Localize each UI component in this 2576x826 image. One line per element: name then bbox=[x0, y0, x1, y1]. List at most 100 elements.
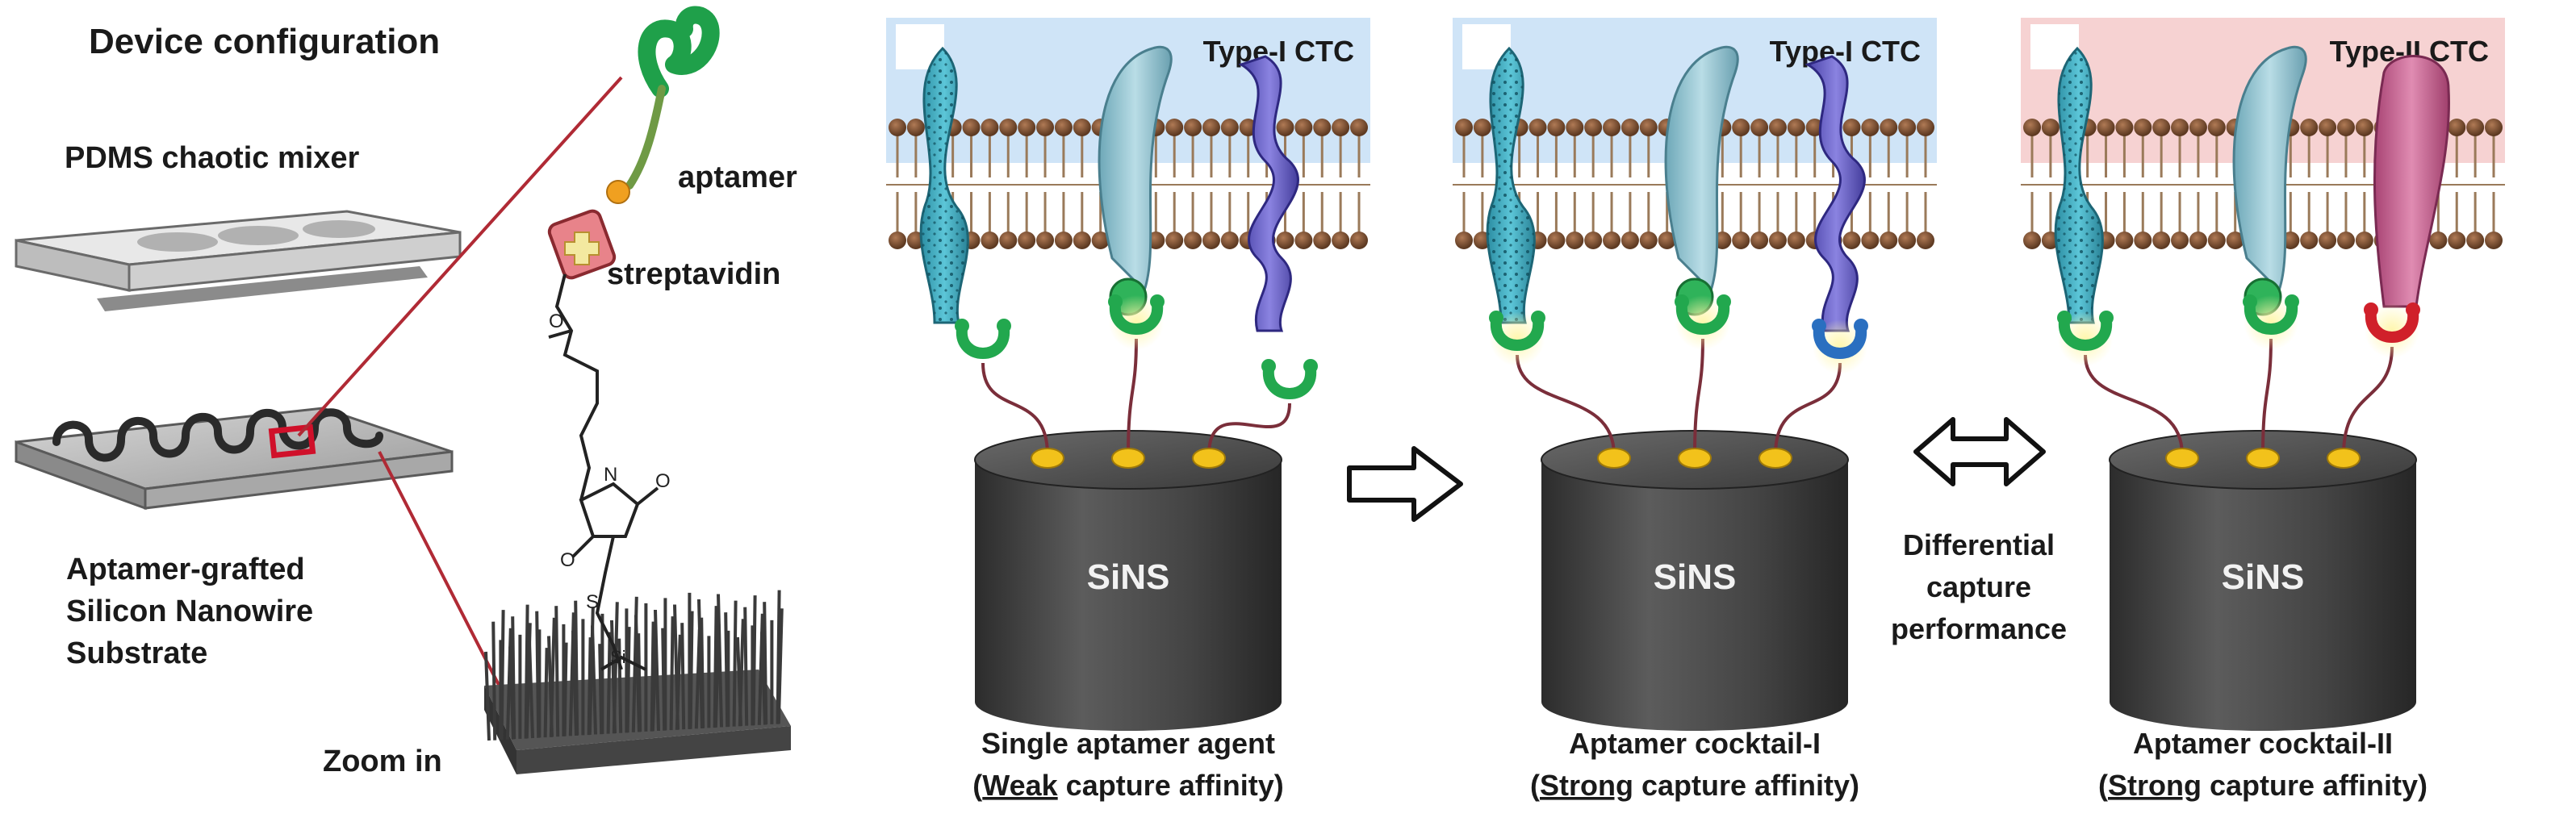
lipid-head bbox=[1276, 232, 1294, 249]
lipid-head bbox=[2355, 119, 2373, 136]
lipid-head bbox=[2207, 119, 2226, 136]
gold-anchor bbox=[2165, 448, 2199, 469]
aptamer-tether bbox=[981, 362, 1049, 456]
lipid-head bbox=[1547, 119, 1566, 136]
caption-paren: ( bbox=[1530, 769, 1540, 802]
nanowire bbox=[736, 636, 742, 727]
chem-atom-o1: O bbox=[549, 311, 564, 332]
nanowire bbox=[617, 638, 623, 733]
aptamer-tether bbox=[2084, 354, 2184, 456]
zoom-in-label: Zoom in bbox=[323, 745, 442, 778]
nanowire bbox=[610, 620, 617, 734]
pdms-mixer-illustration bbox=[15, 210, 462, 311]
lipid-head bbox=[2189, 119, 2207, 136]
receptor-texture bbox=[1487, 48, 1535, 323]
lipid-head bbox=[889, 232, 906, 249]
panel-caption-line1: Aptamer cocktail-I bbox=[1569, 727, 1821, 760]
lipid-head bbox=[2336, 232, 2355, 249]
differential-label-line2: capture bbox=[1926, 570, 2031, 603]
lipid-head bbox=[1332, 232, 1350, 249]
nanowire bbox=[606, 632, 612, 734]
nanowire bbox=[763, 602, 768, 725]
aptamer-tether bbox=[1127, 338, 1138, 456]
lipid-head bbox=[981, 119, 999, 136]
lipid-head bbox=[1842, 232, 1861, 249]
chem-atom-n: N bbox=[604, 464, 617, 486]
aptamer-head-icon bbox=[1675, 299, 1730, 335]
nanowire bbox=[511, 616, 516, 740]
lipid-head bbox=[1658, 232, 1676, 249]
lipid-head bbox=[2485, 232, 2503, 249]
aptamer-head-icon bbox=[956, 323, 1010, 359]
lipid-head bbox=[2134, 119, 2152, 136]
lipid-head bbox=[2300, 119, 2319, 136]
aptamer-tether bbox=[2342, 346, 2394, 456]
gold-anchor bbox=[1678, 448, 1712, 469]
substrate-label-line2: Silicon Nanowire bbox=[66, 594, 313, 628]
receptor-texture bbox=[2055, 48, 2103, 323]
differential-arrow bbox=[1913, 417, 2046, 486]
lipid-head bbox=[2226, 232, 2244, 249]
nanowire bbox=[625, 627, 631, 733]
lipid-head bbox=[2152, 119, 2171, 136]
nanowire bbox=[732, 600, 738, 727]
nanowire bbox=[543, 648, 549, 738]
lipid-head bbox=[1018, 232, 1036, 249]
lipid-head bbox=[1732, 232, 1750, 249]
aptamer-head-icon bbox=[2058, 315, 2113, 351]
lipid-head bbox=[1750, 232, 1769, 249]
panel-caption-line1: Aptamer cocktail-II bbox=[2133, 727, 2393, 760]
lipid-head bbox=[2466, 119, 2485, 136]
aptamer-lobe bbox=[2057, 311, 2072, 325]
nanowire bbox=[743, 607, 749, 726]
lipid-head bbox=[2097, 119, 2115, 136]
lipid-head bbox=[1861, 232, 1880, 249]
sins-chip-label: SiNS bbox=[1087, 557, 1170, 597]
aptamer-lobe bbox=[1717, 294, 1731, 309]
lipid-head bbox=[2134, 232, 2152, 249]
lipid-head bbox=[2207, 232, 2226, 249]
gold-anchor bbox=[2327, 448, 2361, 469]
gold-anchor bbox=[1192, 448, 1226, 469]
lipid-head bbox=[2336, 119, 2355, 136]
aptamer-head-icon bbox=[2365, 307, 2419, 343]
aptamer-lobe bbox=[1812, 319, 1826, 333]
lipid-head bbox=[1566, 119, 1584, 136]
lipid-head bbox=[981, 232, 999, 249]
binding-glow bbox=[1109, 295, 1164, 350]
receptor-blue-icon bbox=[2232, 45, 2307, 293]
caption-rest: capture affinity) bbox=[2202, 769, 2428, 802]
lipid-head bbox=[2152, 232, 2171, 249]
chem-atom-o3: O bbox=[560, 549, 575, 571]
lipid-head bbox=[1639, 119, 1658, 136]
aptamer-head-icon bbox=[2244, 299, 2298, 335]
aptamer-lobe bbox=[1675, 294, 1689, 309]
binding-glow bbox=[2365, 303, 2419, 358]
nanowire bbox=[669, 616, 675, 731]
lipid-head bbox=[1073, 232, 1091, 249]
lipid-head bbox=[1787, 119, 1805, 136]
nanowire bbox=[700, 617, 705, 728]
lipid-head bbox=[2041, 119, 2060, 136]
aptamer-lobe bbox=[997, 319, 1011, 333]
aptamer-loop-icon bbox=[638, 6, 720, 98]
lipid-head bbox=[1917, 232, 1934, 249]
nanowire bbox=[673, 604, 680, 730]
lipid-head bbox=[962, 119, 981, 136]
nanowire bbox=[574, 600, 579, 736]
lipid-head bbox=[2355, 232, 2373, 249]
lipid-head bbox=[1165, 119, 1184, 136]
aptamer-lobe bbox=[1854, 319, 1868, 333]
panel-caption-line1: Single aptamer agent bbox=[981, 727, 1275, 760]
aptamer-lobe bbox=[2364, 302, 2378, 317]
substrate-label-line1: Aptamer-grafted bbox=[66, 553, 305, 586]
aptamer-tether bbox=[1693, 338, 1704, 456]
lipid-head bbox=[2300, 232, 2319, 249]
lipid-head bbox=[1202, 119, 1220, 136]
caption-emphasis: Weak bbox=[982, 769, 1058, 802]
caption-emphasis: Strong bbox=[2108, 769, 2202, 802]
lipid-head bbox=[1184, 232, 1202, 249]
